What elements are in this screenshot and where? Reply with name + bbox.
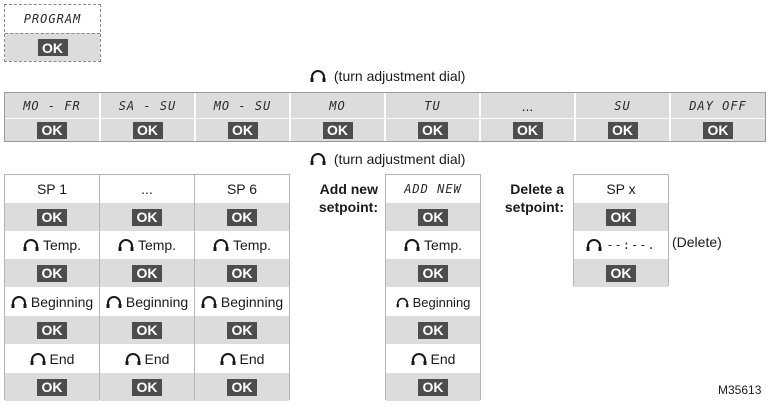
- delete-ok-button[interactable]: OK: [606, 208, 636, 226]
- dial-icon: [213, 239, 229, 251]
- end-label: End: [144, 351, 170, 367]
- end-ok-button[interactable]: OK: [37, 378, 67, 396]
- setpoint-ok-button[interactable]: OK: [132, 208, 162, 226]
- program-title: PROGRAM: [5, 5, 100, 33]
- confirm-delete-ok-button[interactable]: OK: [606, 264, 636, 282]
- beginning-label: Beginning: [30, 294, 94, 310]
- day-ok-button[interactable]: OK: [37, 121, 67, 139]
- dial-icon: [396, 297, 408, 307]
- delete-column: SP x OK --:--. OK: [573, 174, 669, 287]
- temp-label: Temp.: [423, 237, 463, 253]
- add-new-label-line2: setpoint:: [318, 199, 378, 215]
- beginning-label: Beginning: [125, 294, 189, 310]
- dial-icon: [125, 353, 141, 365]
- delete-value: --:--.: [606, 238, 656, 252]
- day-ok-button[interactable]: OK: [512, 121, 543, 139]
- end-label: End: [430, 351, 456, 367]
- day-ok-button[interactable]: OK: [322, 121, 353, 139]
- dial-icon: [118, 239, 134, 251]
- temp-label: Temp.: [232, 237, 272, 253]
- dial-icon: [220, 353, 236, 365]
- day-off: DAY OFF: [689, 98, 747, 113]
- beginning-label: Beginning: [412, 294, 471, 310]
- day-ok-button[interactable]: OK: [703, 121, 733, 139]
- dial-icon: [11, 296, 27, 308]
- delete-label-line1: Delete a: [510, 181, 564, 197]
- setpoint-column-sp1: SP 1 OK Temp. OK Beginning OK End OK: [4, 174, 100, 401]
- beginning-label: Beginning: [220, 294, 284, 310]
- day-ok-button[interactable]: OK: [417, 121, 448, 139]
- day-ok-button[interactable]: OK: [132, 121, 163, 139]
- day-sa-su: SA - SU: [118, 98, 177, 113]
- program-ok-button[interactable]: OK: [37, 39, 68, 56]
- add-new-title: ADD NEW: [404, 182, 462, 196]
- setpoint-ok-button[interactable]: OK: [227, 208, 257, 226]
- delete-note: (Delete): [672, 234, 722, 250]
- temp-label: Temp.: [137, 237, 177, 253]
- delete-title: SP x: [606, 181, 636, 197]
- setpoint-title: SP 1: [36, 181, 68, 197]
- temp-ok-button[interactable]: OK: [37, 264, 67, 282]
- end-label: End: [49, 351, 75, 367]
- day-mo-fr: MO - FR: [23, 98, 81, 113]
- setpoint-title: SP 6: [226, 181, 258, 197]
- end-ok-button[interactable]: OK: [418, 378, 448, 396]
- program-ok-cell: OK: [5, 33, 100, 61]
- end-label: End: [239, 351, 265, 367]
- add-new-ok-button[interactable]: OK: [418, 208, 448, 226]
- beginning-ok-button[interactable]: OK: [37, 321, 67, 339]
- beginning-ok-button[interactable]: OK: [227, 321, 257, 339]
- dial-icon: [310, 153, 326, 165]
- day-mo-su: MO - SU: [213, 98, 272, 113]
- day-ok-button[interactable]: OK: [607, 121, 638, 139]
- day-ellipsis: ...: [521, 97, 534, 114]
- beginning-ok-button[interactable]: OK: [132, 321, 162, 339]
- dial-hint-2-text: (turn adjustment dial): [333, 151, 466, 167]
- dial-icon: [30, 353, 46, 365]
- temp-ok-button[interactable]: OK: [227, 264, 257, 282]
- setpoint-column-ellipsis: ... OK Temp. OK Beginning OK End OK: [99, 174, 195, 401]
- delete-label-line2: setpoint:: [504, 199, 564, 215]
- figure-id: M35613: [718, 383, 762, 397]
- temp-ok-button[interactable]: OK: [132, 264, 162, 282]
- dial-hint-1-text: (turn adjustment dial): [333, 68, 466, 84]
- dial-icon: [404, 239, 420, 251]
- dial-icon: [106, 296, 122, 308]
- dial-icon: [310, 70, 326, 82]
- dial-hint-1: (turn adjustment dial): [310, 68, 465, 88]
- temp-label: Temp.: [42, 237, 82, 253]
- temp-ok-button[interactable]: OK: [418, 264, 448, 282]
- setpoint-column-sp6: SP 6 OK Temp. OK Beginning OK End OK: [194, 174, 290, 401]
- dial-icon: [23, 239, 39, 251]
- end-ok-button[interactable]: OK: [132, 378, 162, 396]
- days-table: MO - FR SA - SU MO - SU MO TU ... SU DAY…: [4, 92, 766, 142]
- dial-icon: [586, 239, 602, 251]
- day-su: SU: [614, 98, 631, 113]
- beginning-ok-button[interactable]: OK: [418, 321, 448, 339]
- add-new-label: Add new setpoint:: [300, 180, 378, 216]
- add-new-column: ADD NEW OK Temp. OK Beginning OK End OK: [385, 174, 481, 401]
- dial-hint-2: (turn adjustment dial): [310, 151, 465, 171]
- dial-icon: [411, 353, 427, 365]
- dial-icon: [201, 296, 217, 308]
- setpoint-ok-button[interactable]: OK: [37, 208, 67, 226]
- add-new-label-line1: Add new: [319, 181, 378, 197]
- program-box: PROGRAM OK: [4, 4, 101, 62]
- delete-label: Delete a setpoint:: [486, 180, 564, 216]
- setpoint-title: ...: [141, 181, 153, 197]
- end-ok-button[interactable]: OK: [227, 378, 257, 396]
- day-tu: TU: [424, 98, 441, 113]
- day-mo: MO: [329, 98, 346, 113]
- day-ok-button[interactable]: OK: [227, 121, 258, 139]
